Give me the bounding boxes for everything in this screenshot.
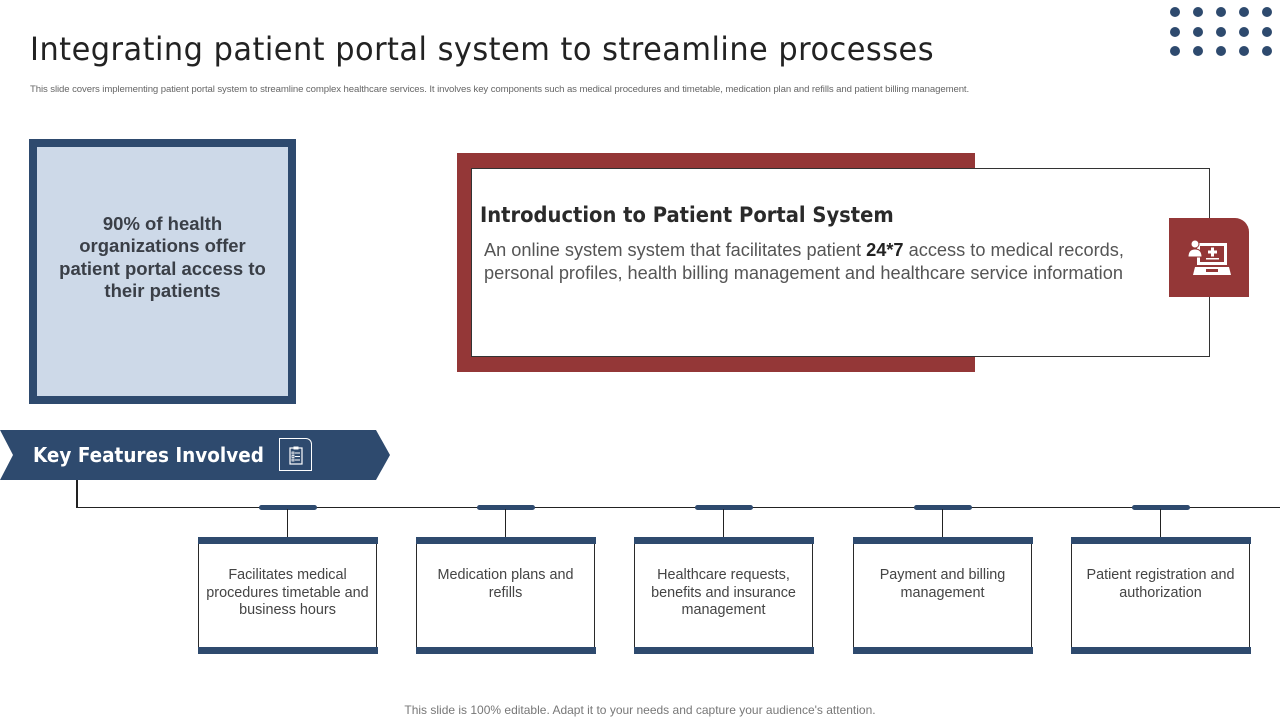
feature-label: Patient registration and authorization xyxy=(1086,567,1235,601)
feature-connector-stem xyxy=(504,509,507,537)
decor-dot xyxy=(1193,7,1203,17)
decor-dot xyxy=(1216,46,1226,56)
banner-icon-box xyxy=(279,438,312,471)
decor-dot xyxy=(1170,7,1180,17)
feature-connector-stem xyxy=(286,509,289,537)
decor-dot xyxy=(1239,46,1249,56)
feature-box: Medication plans and refills xyxy=(415,537,596,654)
feature-box: Facilitates medical procedures timetable… xyxy=(197,537,378,654)
stat-text: 90% of health organizations offer patien… xyxy=(59,212,266,302)
feature-connector-stem xyxy=(1159,509,1162,537)
decor-dot xyxy=(1170,26,1180,37)
feature-label: Medication plans and refills xyxy=(437,567,574,601)
intro-body-text: An online system system that facilitates… xyxy=(484,240,867,260)
feature-box: Patient registration and authorization xyxy=(1070,537,1251,654)
clipboard-checklist-icon xyxy=(288,446,303,465)
feature-label: Facilitates medical procedures timetable… xyxy=(206,567,369,618)
intro-body-highlight: 24*7 xyxy=(866,240,904,260)
feature-connector-stem xyxy=(722,509,725,537)
decor-dot xyxy=(1239,26,1249,37)
connector-horizontal xyxy=(76,506,1280,508)
decor-dot xyxy=(1193,46,1203,56)
decor-dot xyxy=(1193,26,1203,37)
slide-footer: This slide is 100% editable. Adapt it to… xyxy=(404,703,876,717)
decor-dot xyxy=(1216,26,1226,37)
dot-grid-decoration xyxy=(1170,7,1278,56)
feature-label: Healthcare requests, benefits and insura… xyxy=(651,567,796,618)
decor-dot xyxy=(1262,26,1272,37)
feature-connector-stem xyxy=(941,509,944,537)
stat-box: 90% of health organizations offer patien… xyxy=(29,139,296,404)
feature-connector-tab xyxy=(1131,505,1190,510)
key-features-banner xyxy=(0,430,390,480)
decor-dot xyxy=(1216,7,1226,17)
intro-heading: Introduction to Patient Portal System xyxy=(480,203,894,227)
feature-box: Payment and billing management xyxy=(852,537,1033,654)
decor-dot xyxy=(1262,7,1272,17)
feature-box: Healthcare requests, benefits and insura… xyxy=(633,537,814,654)
key-features-label: Key Features Involved xyxy=(33,443,264,467)
decor-dot xyxy=(1170,46,1180,56)
feature-connector-tab xyxy=(476,505,535,510)
intro-body: An online system system that facilitates… xyxy=(484,239,1184,285)
feature-label: Payment and billing management xyxy=(879,567,1006,601)
doctor-laptop-icon xyxy=(1187,239,1231,275)
decor-dot xyxy=(1262,46,1272,56)
stat-box-inner: 90% of health organizations offer patien… xyxy=(37,147,288,396)
feature-connector-tab xyxy=(258,505,317,510)
intro-body-text-rest: access to medical records, personal prof… xyxy=(484,240,1124,283)
decor-dot xyxy=(1239,7,1249,17)
slide-title: Integrating patient portal system to str… xyxy=(30,30,935,68)
slide-subtitle: This slide covers implementing patient p… xyxy=(30,84,970,95)
feature-connector-tab xyxy=(694,505,753,510)
intro-card xyxy=(471,168,1210,357)
intro-icon-box xyxy=(1169,218,1249,297)
connector-vertical xyxy=(76,480,78,508)
feature-connector-tab xyxy=(913,505,972,510)
